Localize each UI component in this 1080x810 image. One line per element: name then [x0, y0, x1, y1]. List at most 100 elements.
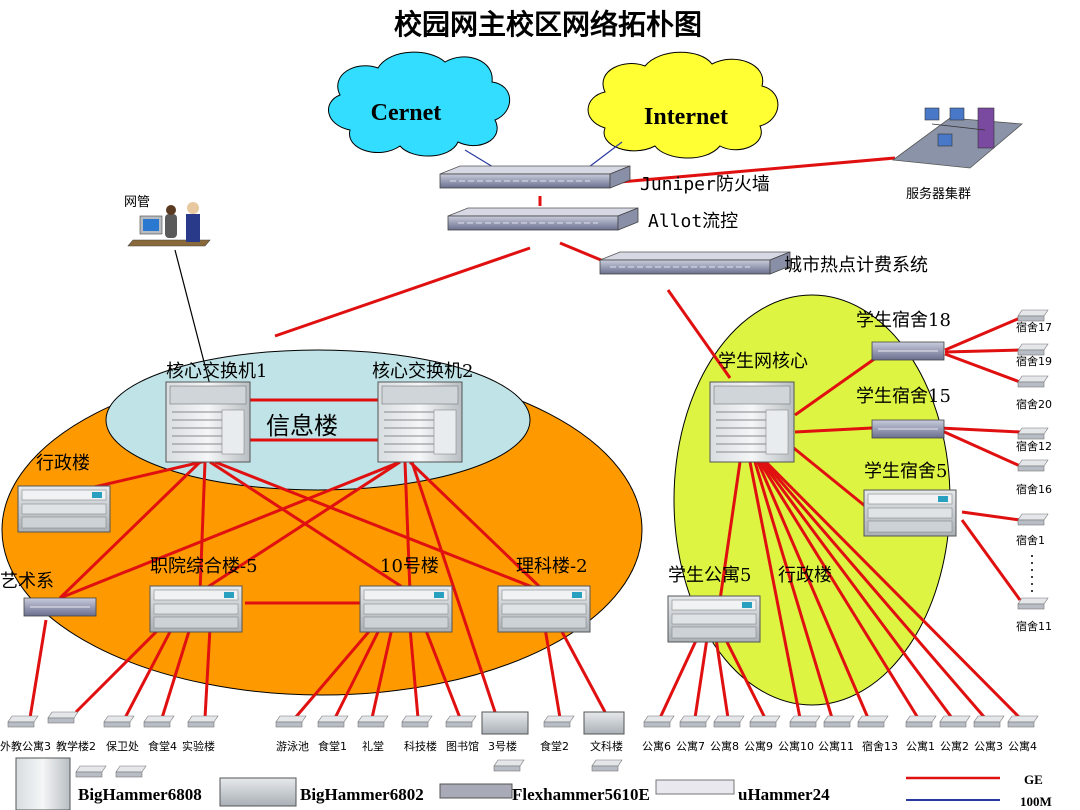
leaf-dorm17	[1017, 309, 1049, 322]
leaf-dorm1	[1017, 513, 1049, 526]
leaf-extra-2	[591, 759, 623, 772]
leaf-16	[749, 715, 781, 728]
leaf-11	[543, 715, 575, 728]
leaf-20	[905, 715, 937, 728]
leaf-18	[823, 715, 855, 728]
leaf-1	[47, 711, 79, 724]
core-switch-1	[165, 381, 251, 463]
bottom-leaf-label: 公寓2	[940, 739, 969, 753]
bldg10-switch	[359, 585, 453, 633]
bottom-leaf-label: 食堂4	[148, 739, 177, 753]
dorm-leaf-label: 宿舍20	[1016, 397, 1052, 411]
leaf-dorm12	[1017, 427, 1049, 440]
dorm-leaf-label: 宿舍12	[1016, 439, 1052, 453]
leaf-22	[973, 715, 1005, 728]
dorm18-label: 学生宿舍18	[856, 310, 951, 331]
leaf-dorm19	[1017, 343, 1049, 356]
leaf-17	[789, 715, 821, 728]
bottom-leaf-label: 图书馆	[446, 739, 479, 753]
leaf-10	[481, 711, 529, 735]
leaf-5	[275, 715, 307, 728]
bottom-leaf-label: 实验楼	[182, 739, 215, 753]
leaf-13	[643, 715, 675, 728]
legend-ge-label: GE	[1024, 772, 1043, 787]
leaf-links	[28, 619, 767, 719]
allot-device	[447, 207, 639, 231]
bottom-leaf-label: 公寓10	[778, 739, 814, 753]
legend-100m-label: 100M	[1020, 794, 1052, 809]
legend-bh6808-label: BigHammer6808	[78, 785, 202, 804]
leaf-0	[7, 715, 39, 728]
cernet-label: Cernet	[371, 100, 442, 126]
student-core-switch	[709, 381, 795, 463]
bottom-leaf-label: 3号楼	[488, 739, 517, 753]
dorm-leaf-label: 宿舍16	[1016, 482, 1052, 496]
leaf-12	[583, 711, 625, 735]
firewall-label: Juniper防火墙	[640, 174, 770, 195]
leaf-8	[401, 715, 433, 728]
legend-bh6808-icon	[15, 757, 71, 810]
leaf-7	[357, 715, 389, 728]
leaf-3	[143, 715, 175, 728]
bottom-leaf-label: 保卫处	[106, 739, 139, 753]
server-cluster-label: 服务器集群	[906, 186, 971, 202]
legend-leaf-a	[75, 765, 107, 778]
dorm5-label: 学生宿舍5	[864, 461, 947, 482]
firewall-device	[439, 165, 631, 189]
page-title: 校园网主校区网络拓朴图	[394, 8, 702, 41]
leaf-4	[187, 715, 219, 728]
ellipsis-dots	[1031, 555, 1033, 592]
bottom-leaf-label: 文科楼	[590, 739, 623, 753]
dorm5-switch	[863, 489, 957, 537]
internet-label: Internet	[644, 104, 728, 130]
student-links	[718, 316, 1022, 720]
dorm-leaf-label: 宿舍17	[1016, 320, 1052, 334]
legend-leaf-b	[115, 765, 147, 778]
bottom-leaf-label: 公寓4	[1008, 739, 1037, 753]
legend-uh24-label: uHammer24	[738, 785, 830, 804]
server-cluster-icon	[891, 107, 1023, 169]
dorm18-switch	[871, 341, 945, 361]
bldg10-label: 10号楼	[380, 556, 439, 577]
leaf-15	[713, 715, 745, 728]
netmgmt-workstation-icon	[127, 202, 211, 247]
bottom-leaf-label: 教学楼2	[56, 739, 96, 753]
cernet-cloud	[328, 51, 511, 157]
student-core-label: 学生网核心	[718, 351, 808, 372]
bottom-leaf-label: 礼堂	[362, 739, 384, 753]
bottom-leaf-label: 食堂2	[540, 739, 569, 753]
leaf-19	[857, 715, 889, 728]
bottom-leaf-label: 宿舍13	[862, 739, 898, 753]
bottom-leaf-label: 外教公寓3	[0, 739, 51, 753]
dorm15-label: 学生宿舍15	[856, 386, 951, 407]
bottom-leaf-label: 公寓6	[642, 739, 671, 753]
science-switch	[497, 585, 591, 633]
leaf-dorm16	[1017, 459, 1049, 472]
admin-switch	[17, 485, 111, 533]
info-building-label: 信息楼	[266, 412, 338, 440]
bottom-leaf-label: 公寓9	[744, 739, 773, 753]
internet-cloud	[587, 51, 779, 159]
leaf-extra-1	[493, 759, 525, 772]
legend-uh24-icon	[655, 779, 735, 795]
dorm-leaf-label: 宿舍19	[1016, 354, 1052, 368]
bottom-leaf-label: 食堂1	[318, 739, 347, 753]
leaf-23	[1007, 715, 1039, 728]
vocational-label: 职院综合楼-5	[150, 556, 258, 577]
leaf-14	[679, 715, 711, 728]
bottom-leaf-label: 公寓11	[818, 739, 854, 753]
leaf-dorm20	[1017, 375, 1049, 388]
vocational-switch	[149, 585, 243, 633]
legend-flex-label: Flexhammer5610E	[512, 785, 650, 804]
apt5-label: 学生公寓5	[668, 565, 751, 586]
bottom-leaf-label: 公寓1	[906, 739, 935, 753]
leaf-6	[317, 715, 349, 728]
art-label: 艺术系	[0, 571, 54, 592]
core-switch-2	[377, 381, 463, 463]
netmgmt-label: 网管	[124, 195, 150, 210]
bottom-leaf-label: 公寓7	[676, 739, 705, 753]
science-label: 理科楼-2	[516, 556, 588, 577]
leaf-21	[939, 715, 971, 728]
bottom-leaf-label: 公寓3	[974, 739, 1003, 753]
